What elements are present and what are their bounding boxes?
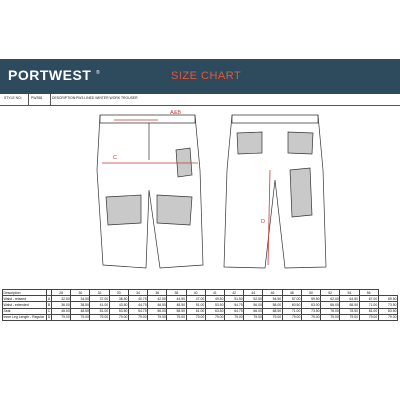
info-divider [50, 94, 51, 105]
seat-measure-label: C [113, 155, 117, 161]
size-table: Description 28 30 32 33 34 36 38 40 41 4… [2, 288, 399, 321]
trouser-diagram: A&B C D [96, 110, 327, 269]
front-knee-pad-right [156, 194, 193, 226]
description-label: DESCRIPTION: [52, 96, 77, 100]
table-cell: 79.00 [147, 313, 168, 321]
info-divider [28, 94, 29, 105]
table-cell: 79.00 [127, 313, 149, 321]
table-cell: 79.00 [50, 313, 72, 321]
style-label: STYLE NO: [4, 96, 22, 100]
table-cell: 79.00 [300, 313, 322, 321]
header-banner: PORTWEST ® SIZE CHART [0, 59, 400, 94]
page-title: SIZE CHART [171, 70, 242, 82]
table-cell: 79.00 [339, 313, 360, 321]
brand-logo: PORTWEST [8, 67, 92, 83]
front-waistband [99, 115, 196, 124]
front-view [96, 114, 204, 269]
waist-measure-label: A&B [170, 110, 181, 116]
back-leg-panel [289, 167, 313, 218]
brand-registered-mark: ® [96, 70, 100, 76]
style-number: PW358 [31, 96, 43, 100]
measurement-name: Inner Leg Length - Regular [2, 313, 47, 321]
table-cell: 79.00 [108, 313, 129, 321]
back-pocket-right [287, 131, 314, 155]
back-waistband [231, 115, 319, 124]
size-table-header-row: Description 28 30 32 33 34 36 38 40 41 4… [2, 288, 398, 297]
front-trouser-outline [96, 114, 204, 269]
table-cell: 79.00 [243, 313, 264, 321]
table-cell: 79.00 [320, 313, 341, 321]
table-cell: 79.00 [89, 313, 110, 321]
table-cell: 79.00 [204, 313, 225, 321]
back-view [223, 114, 327, 269]
inner-leg-measure-line [267, 169, 271, 266]
table-cell: 79.00 [70, 313, 91, 321]
back-trouser-outline [223, 114, 327, 269]
table-cell: 79.00 [223, 313, 245, 321]
inner-leg-measure-label: D [261, 219, 265, 225]
table-cell: 79.00 [281, 313, 302, 321]
front-knee-pad-left [105, 194, 142, 226]
table-cell: 79.00 [185, 313, 206, 321]
front-side-pocket [175, 147, 193, 178]
product-info-row: STYLE NO: PW358 DESCRIPTION: PW3 LINED W… [0, 94, 400, 106]
table-cell: 79.00 [262, 313, 283, 321]
table-cell: 79.00 [166, 313, 187, 321]
back-pocket-left [236, 131, 263, 155]
table-cell: 79.00 [358, 313, 379, 321]
product-description: PW3 LINED WINTER WORK TROUSER [76, 96, 138, 100]
front-measurements [102, 119, 198, 164]
table-cell: 79.00 [377, 313, 399, 321]
